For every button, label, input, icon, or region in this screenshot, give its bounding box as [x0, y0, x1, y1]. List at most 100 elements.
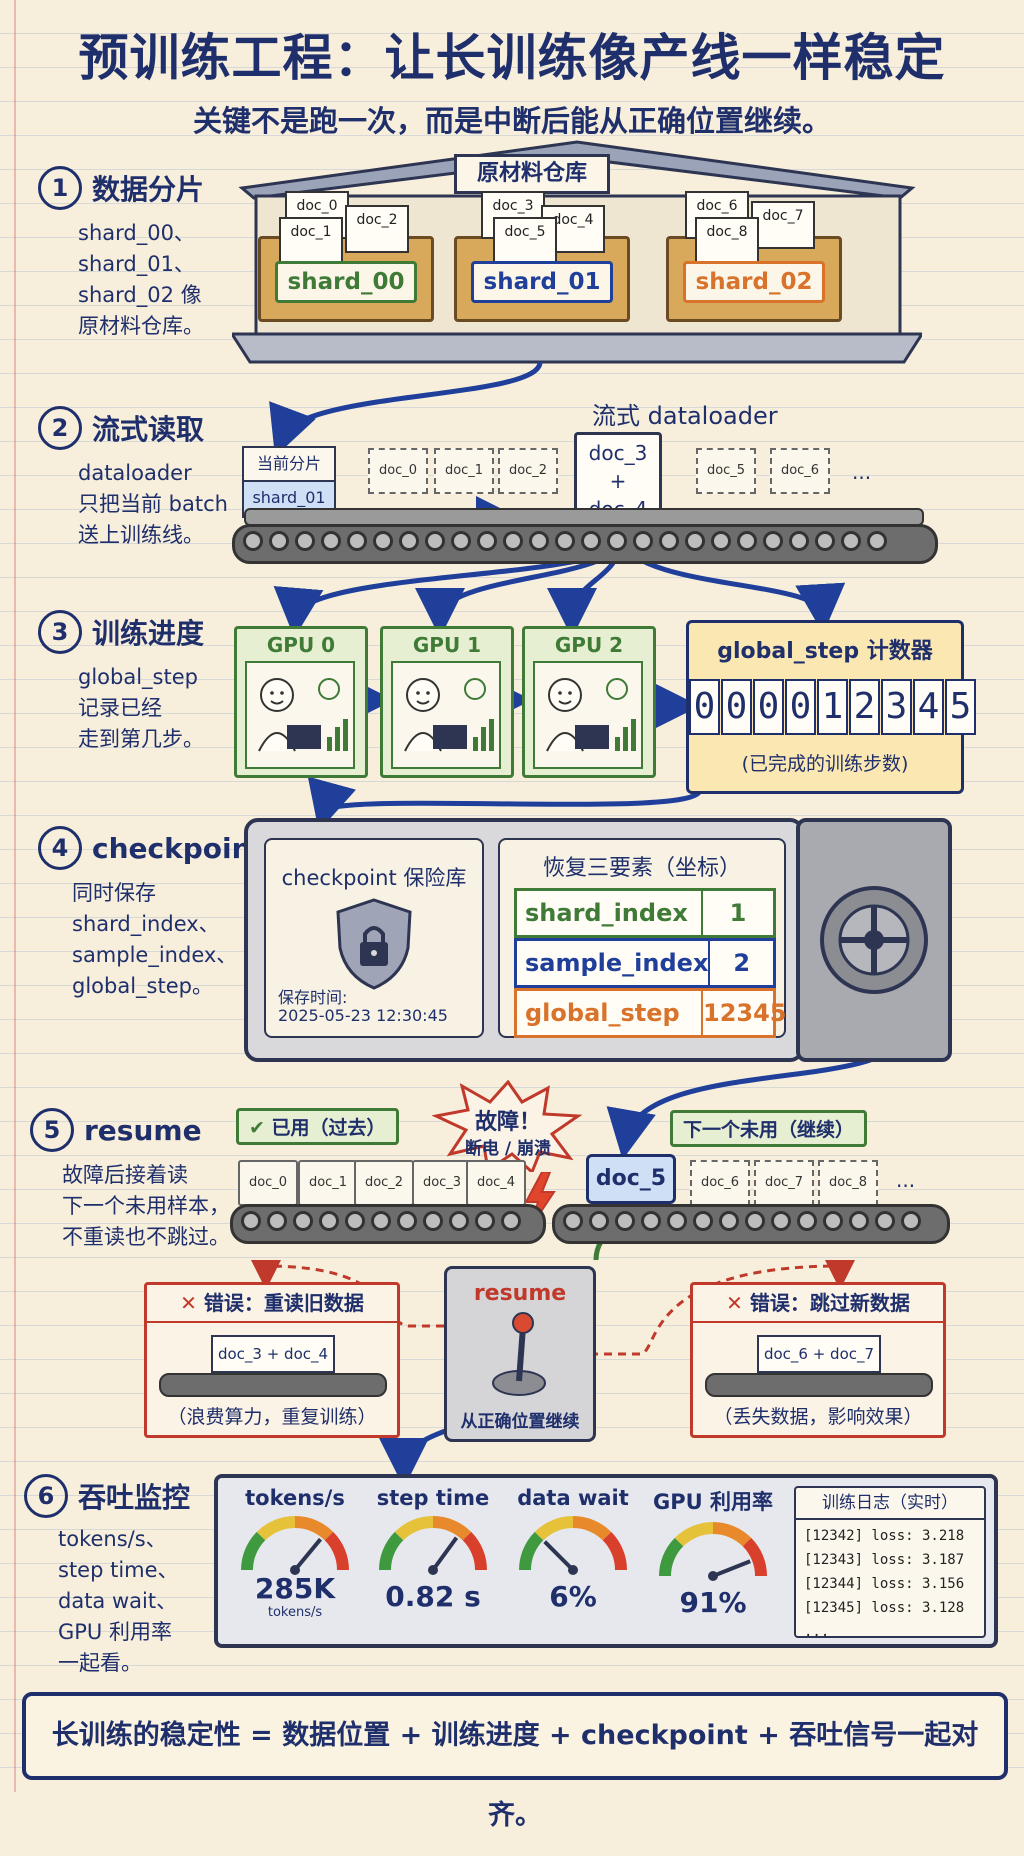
used-tag-label: 已用（过去） [271, 1117, 386, 1139]
error-doc-card: doc_3 + doc_4 [211, 1335, 335, 1373]
section-title: checkpoint [92, 831, 265, 865]
gauge-band [602, 1531, 627, 1571]
log-line: [12345] loss: 3.128 [804, 1600, 965, 1616]
active-plus: + [609, 469, 627, 493]
gauge-title: tokens/s [245, 1486, 345, 1510]
gauge-band [572, 1516, 612, 1541]
coord-row-global-step: global_step 12345 [514, 988, 787, 1038]
gpu-label: GPU 2 [554, 633, 624, 657]
doc-paper: doc_5 [493, 217, 557, 265]
gauge-band [712, 1522, 752, 1547]
cross-icon: ✕ [726, 1291, 750, 1315]
notebook-margin-line [14, 0, 16, 1792]
step-number: 4 [38, 826, 82, 870]
used-past-tag: ✔ 已用（过去） [236, 1108, 399, 1145]
gpu-label: GPU 1 [412, 633, 482, 657]
counter-digit: 3 [881, 679, 912, 735]
coord-value: 1 [729, 899, 747, 927]
gauge-dial [519, 1516, 627, 1575]
lever-title: resume [473, 1281, 567, 1306]
gauge-needle [293, 1537, 323, 1572]
step-number: 2 [38, 406, 82, 450]
active-doc: doc_3 [588, 441, 648, 465]
gauge-band [324, 1531, 349, 1571]
log-line: [12344] loss: 3.156 [804, 1576, 965, 1592]
gauge-step-time: step time 0.82 s [366, 1486, 500, 1636]
gauge-hub [290, 1565, 300, 1575]
coord-row-sample-index: sample_index 2 [514, 938, 776, 988]
gauge-gpu-util: GPU 利用率 91% [646, 1486, 780, 1636]
gauge-dial [241, 1516, 349, 1575]
used-doc: doc_2 [354, 1160, 414, 1206]
current-shard-label: 当前分片 [244, 448, 334, 482]
footer-summary: 长训练的稳定性 = 数据位置 + 训练进度 + checkpoint + 吞吐信… [22, 1692, 1008, 1831]
gauge-band [742, 1537, 767, 1577]
section-desc: 同时保存 shard_index、 sample_index、 global_s… [72, 881, 238, 998]
counter-digit: 0 [721, 679, 752, 735]
gauge-value: 91% [679, 1586, 747, 1619]
belt-surface [244, 508, 924, 526]
worker-icon [546, 678, 636, 752]
coord-key: shard_index [517, 891, 703, 935]
gpu-card-0: GPU 0 [234, 626, 368, 778]
cross-icon: ✕ [180, 1291, 204, 1315]
shard-crate-00: doc_0 doc_2 doc_1 shard_00 [258, 191, 434, 322]
error-caption: （浪费算力，重复训练） [167, 1406, 377, 1428]
gauge-band [674, 1522, 714, 1547]
error-doc-card: doc_6 + doc_7 [757, 1335, 881, 1373]
step-number: 6 [24, 1474, 68, 1518]
training-log: 训练日志（实时） [12342] loss: 3.218 [12343] los… [794, 1486, 986, 1640]
gpu-worker-illustration [391, 661, 501, 769]
upcoming-doc: doc_5 [696, 448, 756, 494]
next-doc-highlight: doc_5 [586, 1154, 676, 1204]
used-doc: doc_1 [298, 1160, 358, 1206]
section-title: 流式读取 [92, 413, 205, 446]
counter-digit: 4 [913, 679, 944, 735]
belt-rollers [233, 1207, 543, 1235]
step-number: 1 [38, 166, 82, 210]
section-title: resume [84, 1113, 202, 1147]
section-title: 训练进度 [92, 617, 205, 650]
gauge-hub [428, 1565, 438, 1575]
counter-digit: 2 [849, 679, 880, 735]
used-doc: doc_3 [412, 1160, 472, 1206]
upcoming-doc: doc_6 [770, 448, 830, 494]
saved-time-value: 2025-05-23 12:30:45 [278, 1006, 448, 1025]
gauge-value: 0.82 s [385, 1580, 481, 1613]
vault-title: checkpoint 保险库 [281, 866, 467, 890]
consumed-doc: doc_1 [434, 448, 494, 494]
error-skip-panel: ✕ 错误：跳过新数据 doc_6 + doc_7 （丢失数据，影响效果） [690, 1282, 946, 1438]
page-title: 预训练工程：让长训练像产线一样稳定 [78, 29, 946, 87]
loader-title: 流式 dataloader [592, 402, 778, 430]
coord-row-shard-index: shard_index 1 [514, 888, 776, 938]
gauge-hub [708, 1571, 718, 1581]
shard-label: shard_01 [471, 261, 613, 303]
raw-material-warehouse: 原材料仓库 doc_0 doc_2 doc_1 shard_00 doc_3 d… [232, 140, 922, 376]
error-title: ✕ 错误：跳过新数据 [693, 1285, 943, 1323]
future-doc: doc_7 [754, 1160, 814, 1206]
gauge-band [379, 1531, 404, 1571]
mini-conveyor [159, 1373, 387, 1397]
used-doc: doc_4 [466, 1160, 526, 1206]
gauge-band [534, 1516, 574, 1541]
shard-label: shard_00 [275, 261, 417, 303]
log-title: 训练日志（实时） [796, 1488, 984, 1520]
gauge-dial [379, 1516, 487, 1575]
resume-lever-box[interactable]: resume 从正确位置继续 [444, 1266, 596, 1442]
section-desc: global_step 记录已经 走到第几步。 [78, 665, 204, 751]
conveyor-belt-used [230, 1204, 546, 1244]
counter-digit: 0 [753, 679, 784, 735]
gauge-title: GPU 利用率 [653, 1490, 773, 1514]
gauge-needle [543, 1540, 575, 1572]
counter-title: global_step 计数器 [717, 639, 933, 664]
coord-value: 12345 [703, 999, 787, 1027]
error-caption: （丢失数据，影响效果） [713, 1406, 923, 1428]
gauge-band [394, 1516, 434, 1541]
gauge-hub [568, 1565, 578, 1575]
gpu-card-1: GPU 1 [380, 626, 514, 778]
section-desc: tokens/s、 step time、 data wait、 GPU 利用率 … [58, 1527, 179, 1675]
